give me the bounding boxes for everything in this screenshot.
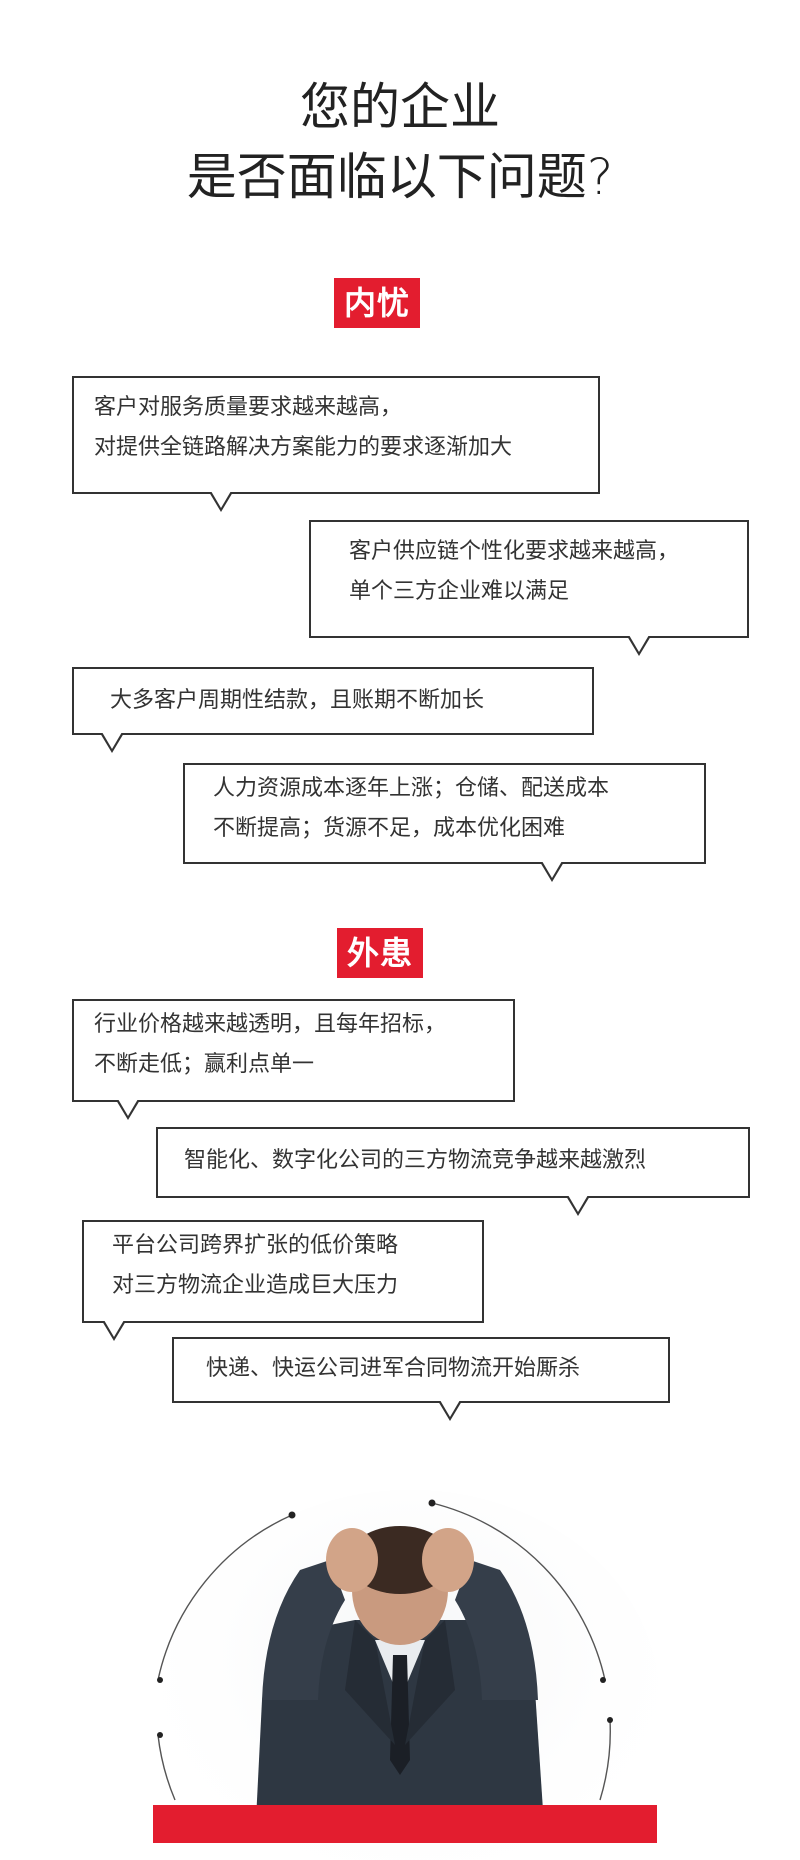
bubble-text-line: 行业价格越来越透明，且每年招标，: [94, 1012, 447, 1037]
speech-bubble-external-4: 快递、快运公司进军合同物流开始厮杀: [172, 1337, 670, 1421]
speech-bubble-internal-2: 客户供应链个性化要求越来越高， 单个三方企业难以满足: [309, 520, 749, 656]
bubble-text-line: 快递、快运公司进军合同物流开始厮杀: [206, 1356, 581, 1381]
bubble-text-line: 客户对服务质量要求越来越高，: [94, 395, 403, 420]
speech-bubble-external-2: 智能化、数字化公司的三方物流竞争越来越激烈: [156, 1127, 750, 1216]
bubble-text-line: 大多客户周期性结款，且账期不断加长: [110, 688, 485, 713]
bubble-text-line: 对提供全链路解决方案能力的要求逐渐加大: [94, 435, 513, 460]
headline-line-2: 是否面临以下问题?: [186, 148, 614, 206]
bubble-text-line: 不断走低；赢利点单一: [94, 1052, 315, 1077]
speech-bubble-internal-3: 大多客户周期性结款，且账期不断加长: [72, 667, 594, 753]
bubble-text-line: 平台公司跨界扩张的低价策略: [112, 1233, 399, 1258]
red-base-bar: [153, 1805, 657, 1843]
bubble-text-line: 智能化、数字化公司的三方物流竞争越来越激烈: [184, 1148, 647, 1173]
tag-external-threats: 外患: [337, 928, 424, 978]
speech-bubble-external-1: 行业价格越来越透明，且每年招标， 不断走低；赢利点单一: [72, 999, 515, 1120]
tag-internal-worries: 内忧: [334, 278, 421, 328]
bubble-text-line: 人力资源成本逐年上涨；仓储、配送成本: [213, 776, 610, 801]
bubble-text-line: 客户供应链个性化要求越来越高，: [349, 539, 680, 564]
bubble-text-line: 对三方物流企业造成巨大压力: [112, 1273, 399, 1298]
headline-line-1: 您的企业: [300, 78, 500, 136]
bubble-text-line: 单个三方企业难以满足: [349, 579, 570, 604]
speech-bubble-external-3: 平台公司跨界扩张的低价策略 对三方物流企业造成巨大压力: [82, 1220, 484, 1341]
speech-bubble-internal-4: 人力资源成本逐年上涨；仓储、配送成本 不断提高；货源不足，成本优化困难: [183, 763, 706, 882]
speech-bubble-internal-1: 客户对服务质量要求越来越高， 对提供全链路解决方案能力的要求逐渐加大: [72, 376, 600, 512]
bubble-text-line: 不断提高；货源不足，成本优化困难: [213, 816, 566, 841]
